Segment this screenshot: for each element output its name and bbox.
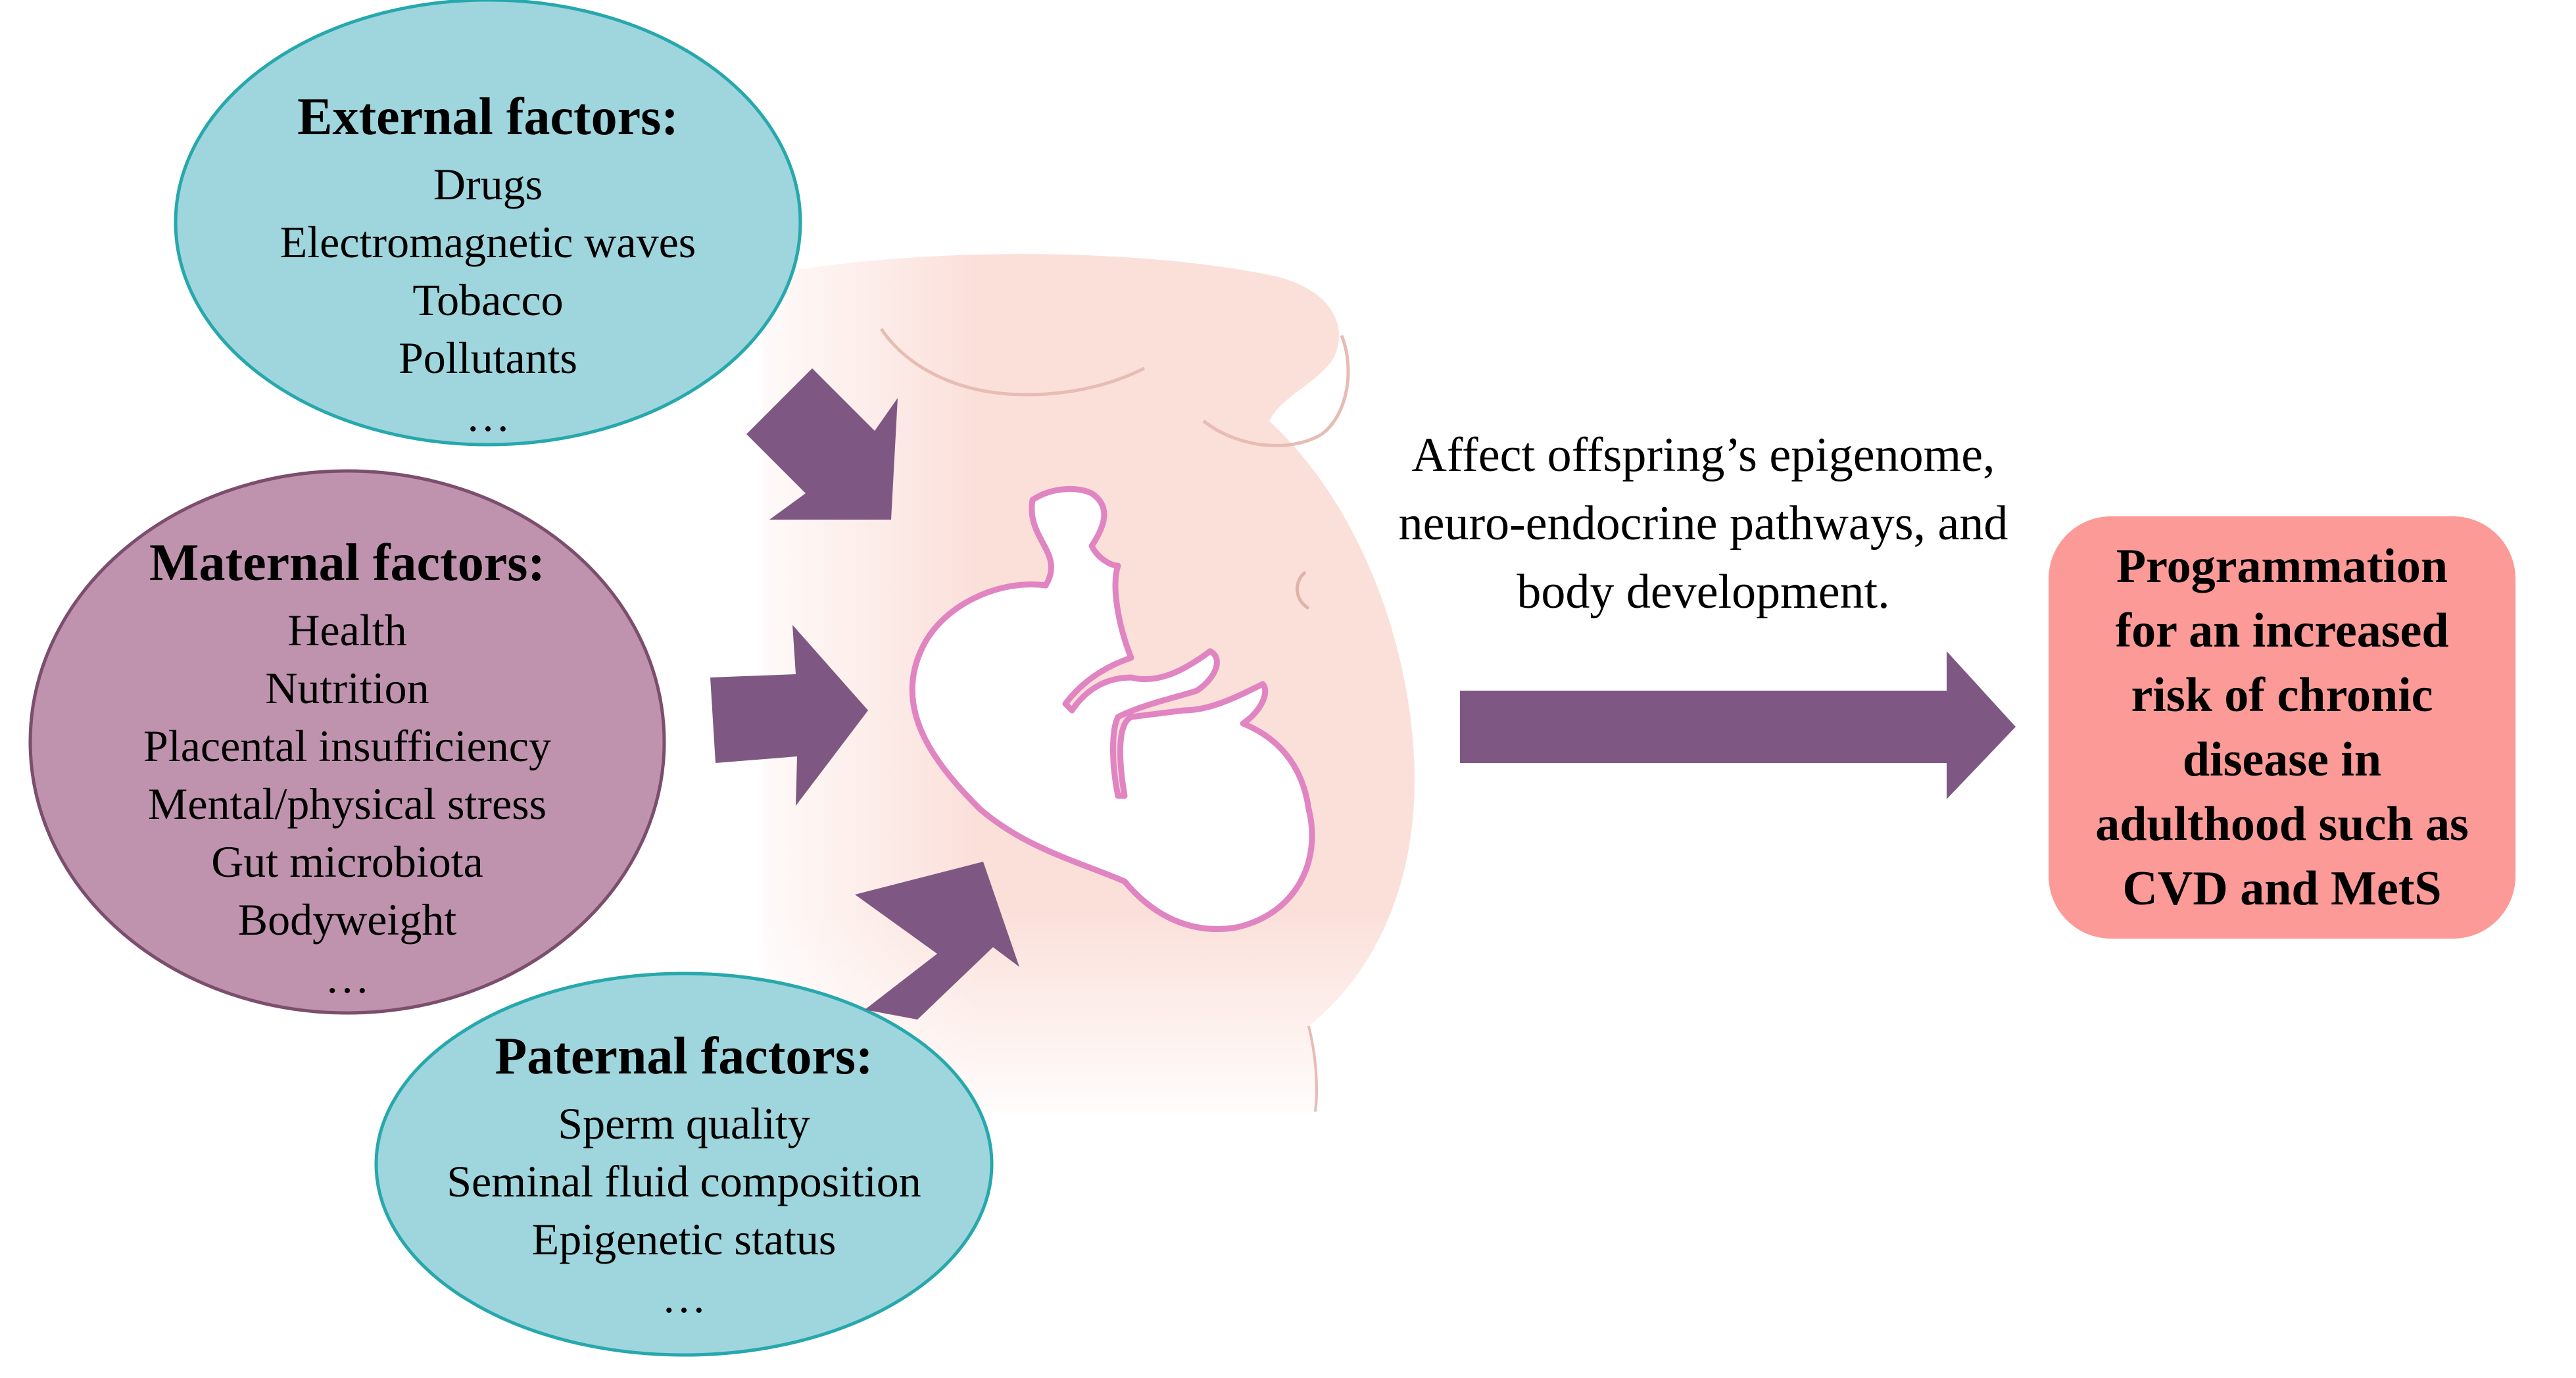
outcome-line: Programmation xyxy=(2116,539,2448,593)
outcome-line: disease in xyxy=(2182,733,2382,787)
external-factors-text: External factors: Drugs Electromagnetic … xyxy=(225,80,751,445)
fetus-icon xyxy=(909,485,1315,932)
maternal-factors-text: Maternal factors: Health Nutrition Place… xyxy=(84,526,610,1006)
maternal-factors-ellipse xyxy=(28,469,666,1015)
maternal-factor-item: … xyxy=(325,952,370,1002)
navel xyxy=(1296,570,1310,610)
maternal-factor-item: Mental/physical stress xyxy=(147,779,547,829)
external-factor-item: Drugs xyxy=(433,159,543,209)
maternal-factor-item: Bodyweight xyxy=(237,895,457,945)
arrow-maternal-to-body xyxy=(710,625,868,806)
paternal-factors-ellipse xyxy=(374,972,994,1357)
effect-line: neuro-endocrine pathways, and xyxy=(1398,497,2008,551)
effect-line: body development. xyxy=(1517,565,1890,619)
maternal-factor-item: Nutrition xyxy=(265,663,429,713)
maternal-factor-item: Health xyxy=(287,605,407,655)
maternal-factor-item: Gut microbiota xyxy=(211,837,483,887)
leg-line xyxy=(1307,1025,1318,1112)
external-factors-ellipse xyxy=(174,0,802,447)
outcome-box: Programmation for an increased risk of c… xyxy=(2049,516,2515,939)
paternal-factor-item: Seminal fluid composition xyxy=(447,1156,921,1206)
paternal-factor-item: Epigenetic status xyxy=(531,1214,837,1264)
arrow-external-to-body xyxy=(746,368,898,520)
maternal-factor-item: Placental insufficiency xyxy=(143,721,551,771)
external-factor-item: Tobacco xyxy=(412,275,564,325)
outcome-text: Programmation for an increased risk of c… xyxy=(2082,534,2482,921)
external-factor-item: Electromagnetic waves xyxy=(279,217,696,267)
external-factor-item: Pollutants xyxy=(398,333,578,383)
arrow-paternal-to-body xyxy=(855,862,1019,1020)
outcome-line: CVD and MetS xyxy=(2122,862,2442,916)
outcome-line: adulthood such as xyxy=(2095,797,2469,851)
effect-line: Affect offspring’s epigenome, xyxy=(1411,428,1995,482)
external-factors-title: External factors: xyxy=(297,88,679,146)
breast-curve xyxy=(1202,335,1350,447)
effect-description: Affect offspring’s epigenome, neuro-endo… xyxy=(1315,421,2091,626)
outcome-line: risk of chronic xyxy=(2131,668,2433,722)
paternal-factor-item: … xyxy=(662,1272,706,1322)
arrow-to-outcome xyxy=(1460,651,2016,799)
breast-curve xyxy=(879,328,1146,397)
outcome-line: for an increased xyxy=(2115,604,2449,658)
external-factor-item: … xyxy=(466,391,510,441)
maternal-factors-title: Maternal factors: xyxy=(149,534,545,592)
paternal-factors-title: Paternal factors: xyxy=(495,1027,873,1085)
paternal-factors-text: Paternal factors: Sperm quality Seminal … xyxy=(401,1020,967,1326)
paternal-factor-item: Sperm quality xyxy=(558,1098,810,1148)
